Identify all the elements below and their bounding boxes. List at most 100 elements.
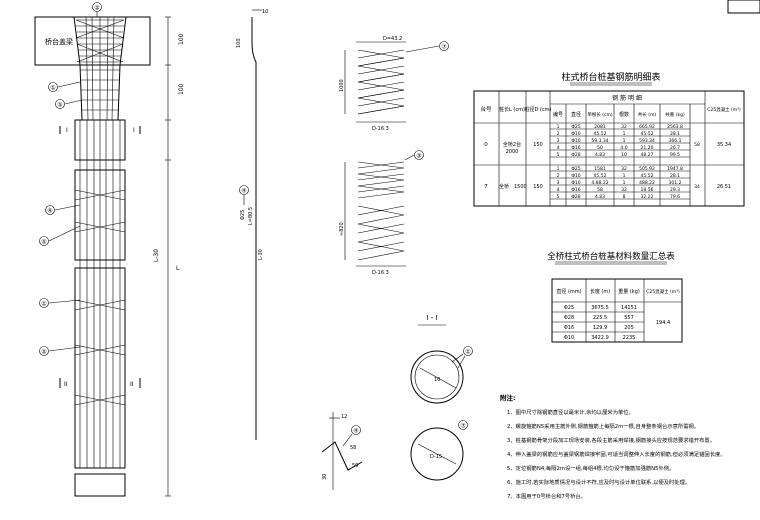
t1-r1-name: 全桥 [499, 183, 509, 190]
t1-c: 1 [623, 180, 626, 186]
t1-c: 4.88.22 [591, 180, 608, 186]
note-1: 1、图中尺寸除钢筋直径以毫米计,余均以厘米为单位。 [507, 408, 634, 416]
t2-h1: 长度 (m) [590, 288, 610, 295]
t1-c: Φ28 [571, 194, 580, 200]
t1-c: 45.52 [594, 131, 607, 137]
t1-c: 79.6 [670, 194, 680, 200]
hook-detail: 12 58 50 30 ④ [321, 412, 363, 490]
t2-c: 14151 [621, 305, 637, 311]
t1-h-weight: 共重 (kg) [665, 111, 685, 118]
t1-c: 4 [557, 145, 560, 151]
t1-c: 366.1 [669, 138, 682, 144]
t1-c: Φ10 [571, 138, 580, 144]
table1-title: 柱式桥台桩基钢筋明细表 [561, 71, 660, 83]
t1-c: 1 [623, 138, 626, 144]
t1-h-count: 根数 [619, 111, 629, 118]
side-top-dim: 10 [262, 9, 268, 15]
section-label: I - I [426, 314, 437, 322]
t1-c: 1947.8 [667, 166, 683, 172]
t1-r1-conc: 26.51 [717, 184, 731, 190]
t1-c: 28.1 [670, 131, 680, 137]
t1-c: 99.5 [670, 152, 680, 158]
spiral-mid-height: ≈820 [339, 222, 345, 236]
side-left-dim: 100 [236, 38, 242, 48]
t1-c: 1 [557, 166, 560, 172]
hook-dim-2: 58 [350, 445, 356, 451]
t2-c: Φ25 [564, 305, 574, 311]
summary-table: 全桥柱式桥台桩基材料数量汇总表 直径 (mm) 长度 (m) 重量 (kg) C… [547, 251, 683, 343]
t2-h3: C25混凝土 (m³) [646, 288, 680, 295]
t2-c: 2235 [623, 335, 636, 341]
t2-c: Φ28 [564, 315, 574, 321]
t2-h2: 重量 (kg) [618, 288, 640, 295]
total-length-label: L [176, 265, 180, 272]
note-4: 4、伸入盖梁的钢筋应与盖梁钢筋焊接牢固,可适当调整伸入长度的钢筋,但必须满足锚固… [507, 450, 726, 458]
cap-dim-1: 100 [178, 33, 185, 45]
hook-dim-3: 50 [352, 463, 358, 469]
t1-c: 48.27 [641, 152, 654, 158]
t1-c: 58 [694, 142, 700, 148]
t1-c: Φ25 [571, 124, 580, 130]
t1-h-dia: 桩径D (cm) [525, 106, 552, 113]
t2-c: 129.9 [593, 325, 607, 331]
notes-heading: 附注: [500, 393, 516, 402]
t1-c: 593.34 [639, 138, 655, 144]
t1-c: 29.3 [670, 187, 680, 193]
t1-r0-name: 全桥2台 [503, 141, 521, 148]
t1-c: 488.22 [639, 180, 655, 186]
t1-c: Φ16 [571, 187, 580, 193]
spiral-bottom-width: D-16.3 [372, 270, 389, 276]
t2-h0: 直径 (mm) [556, 288, 581, 295]
section-callout-2: ⑦ [460, 423, 466, 430]
side-callout: ④ [241, 188, 246, 195]
t2-c: 225.5 [593, 315, 607, 321]
callout-b: ⑤ [57, 102, 62, 109]
callout-f: ⑤ [41, 349, 46, 356]
t2-c: 557 [624, 315, 634, 321]
t1-c: 45.52 [594, 173, 607, 179]
section-callout: ① [465, 349, 470, 356]
t1-c: 32 [621, 124, 627, 130]
t1-h-conc: C25混凝土 (m³) [707, 106, 741, 113]
circle2-label: D-15 [430, 454, 442, 460]
t1-c: Φ10 [571, 180, 580, 186]
side-dia: Φ25 [240, 210, 246, 220]
t1-c: 2 [557, 131, 560, 137]
section-detail: I - I 10 ① D-15 ⑦ [410, 314, 473, 481]
t1-c: 3 [557, 180, 560, 186]
section-mark-right-2: II [130, 381, 134, 388]
t1-c: 32 [621, 187, 627, 193]
t1-c: 18.56 [641, 187, 654, 193]
t1-c: Φ10 [571, 131, 580, 137]
t1-h-pile: 台号 [480, 105, 492, 113]
t1-r0-d: 150 [533, 142, 543, 148]
t1-c: 4 [557, 187, 560, 193]
cap-dim-2: 100 [178, 83, 185, 95]
t1-c: 34 [694, 184, 700, 190]
t2-conc: 194.4 [656, 320, 670, 326]
t1-r1-d: 150 [533, 184, 543, 190]
t1-c: 28.1 [670, 173, 680, 179]
side-bottom: L-30 [258, 249, 264, 260]
t1-c: 8 [623, 194, 626, 200]
t1-c: Φ28 [571, 152, 580, 158]
rebar-table: 柱式桥台桩基钢筋明细表 台号 桩长L (cm) [473, 71, 745, 207]
t1-c: 45.52 [641, 173, 654, 179]
hook-dim-4: 30 [322, 474, 328, 480]
t1-c: 301.2 [669, 180, 682, 186]
t1-c: 59.3.34 [591, 138, 608, 144]
t1-c: 2 [557, 173, 560, 179]
spiral-height-1: 1000 [339, 79, 345, 92]
t1-c: 50 [597, 145, 603, 151]
t1-c: 5 [557, 194, 560, 200]
t1-c: 26.7 [670, 145, 680, 151]
t1-c: 1 [557, 124, 560, 130]
spiral-top-width: D-16.3 [372, 126, 389, 132]
t1-c: 32.22 [641, 194, 654, 200]
t1-c: 505.92 [639, 166, 655, 172]
t1-c: 2563.8 [667, 124, 683, 130]
section-mark-right-1: I [133, 127, 135, 134]
t1-c: 5 [557, 152, 560, 158]
note-3: 3、桩基钢筋骨架分段加工现场安装,各段主筋采用焊接,钢筋接头应按规范要求错开布置… [507, 436, 715, 444]
t1-c: 45.52 [641, 131, 654, 137]
